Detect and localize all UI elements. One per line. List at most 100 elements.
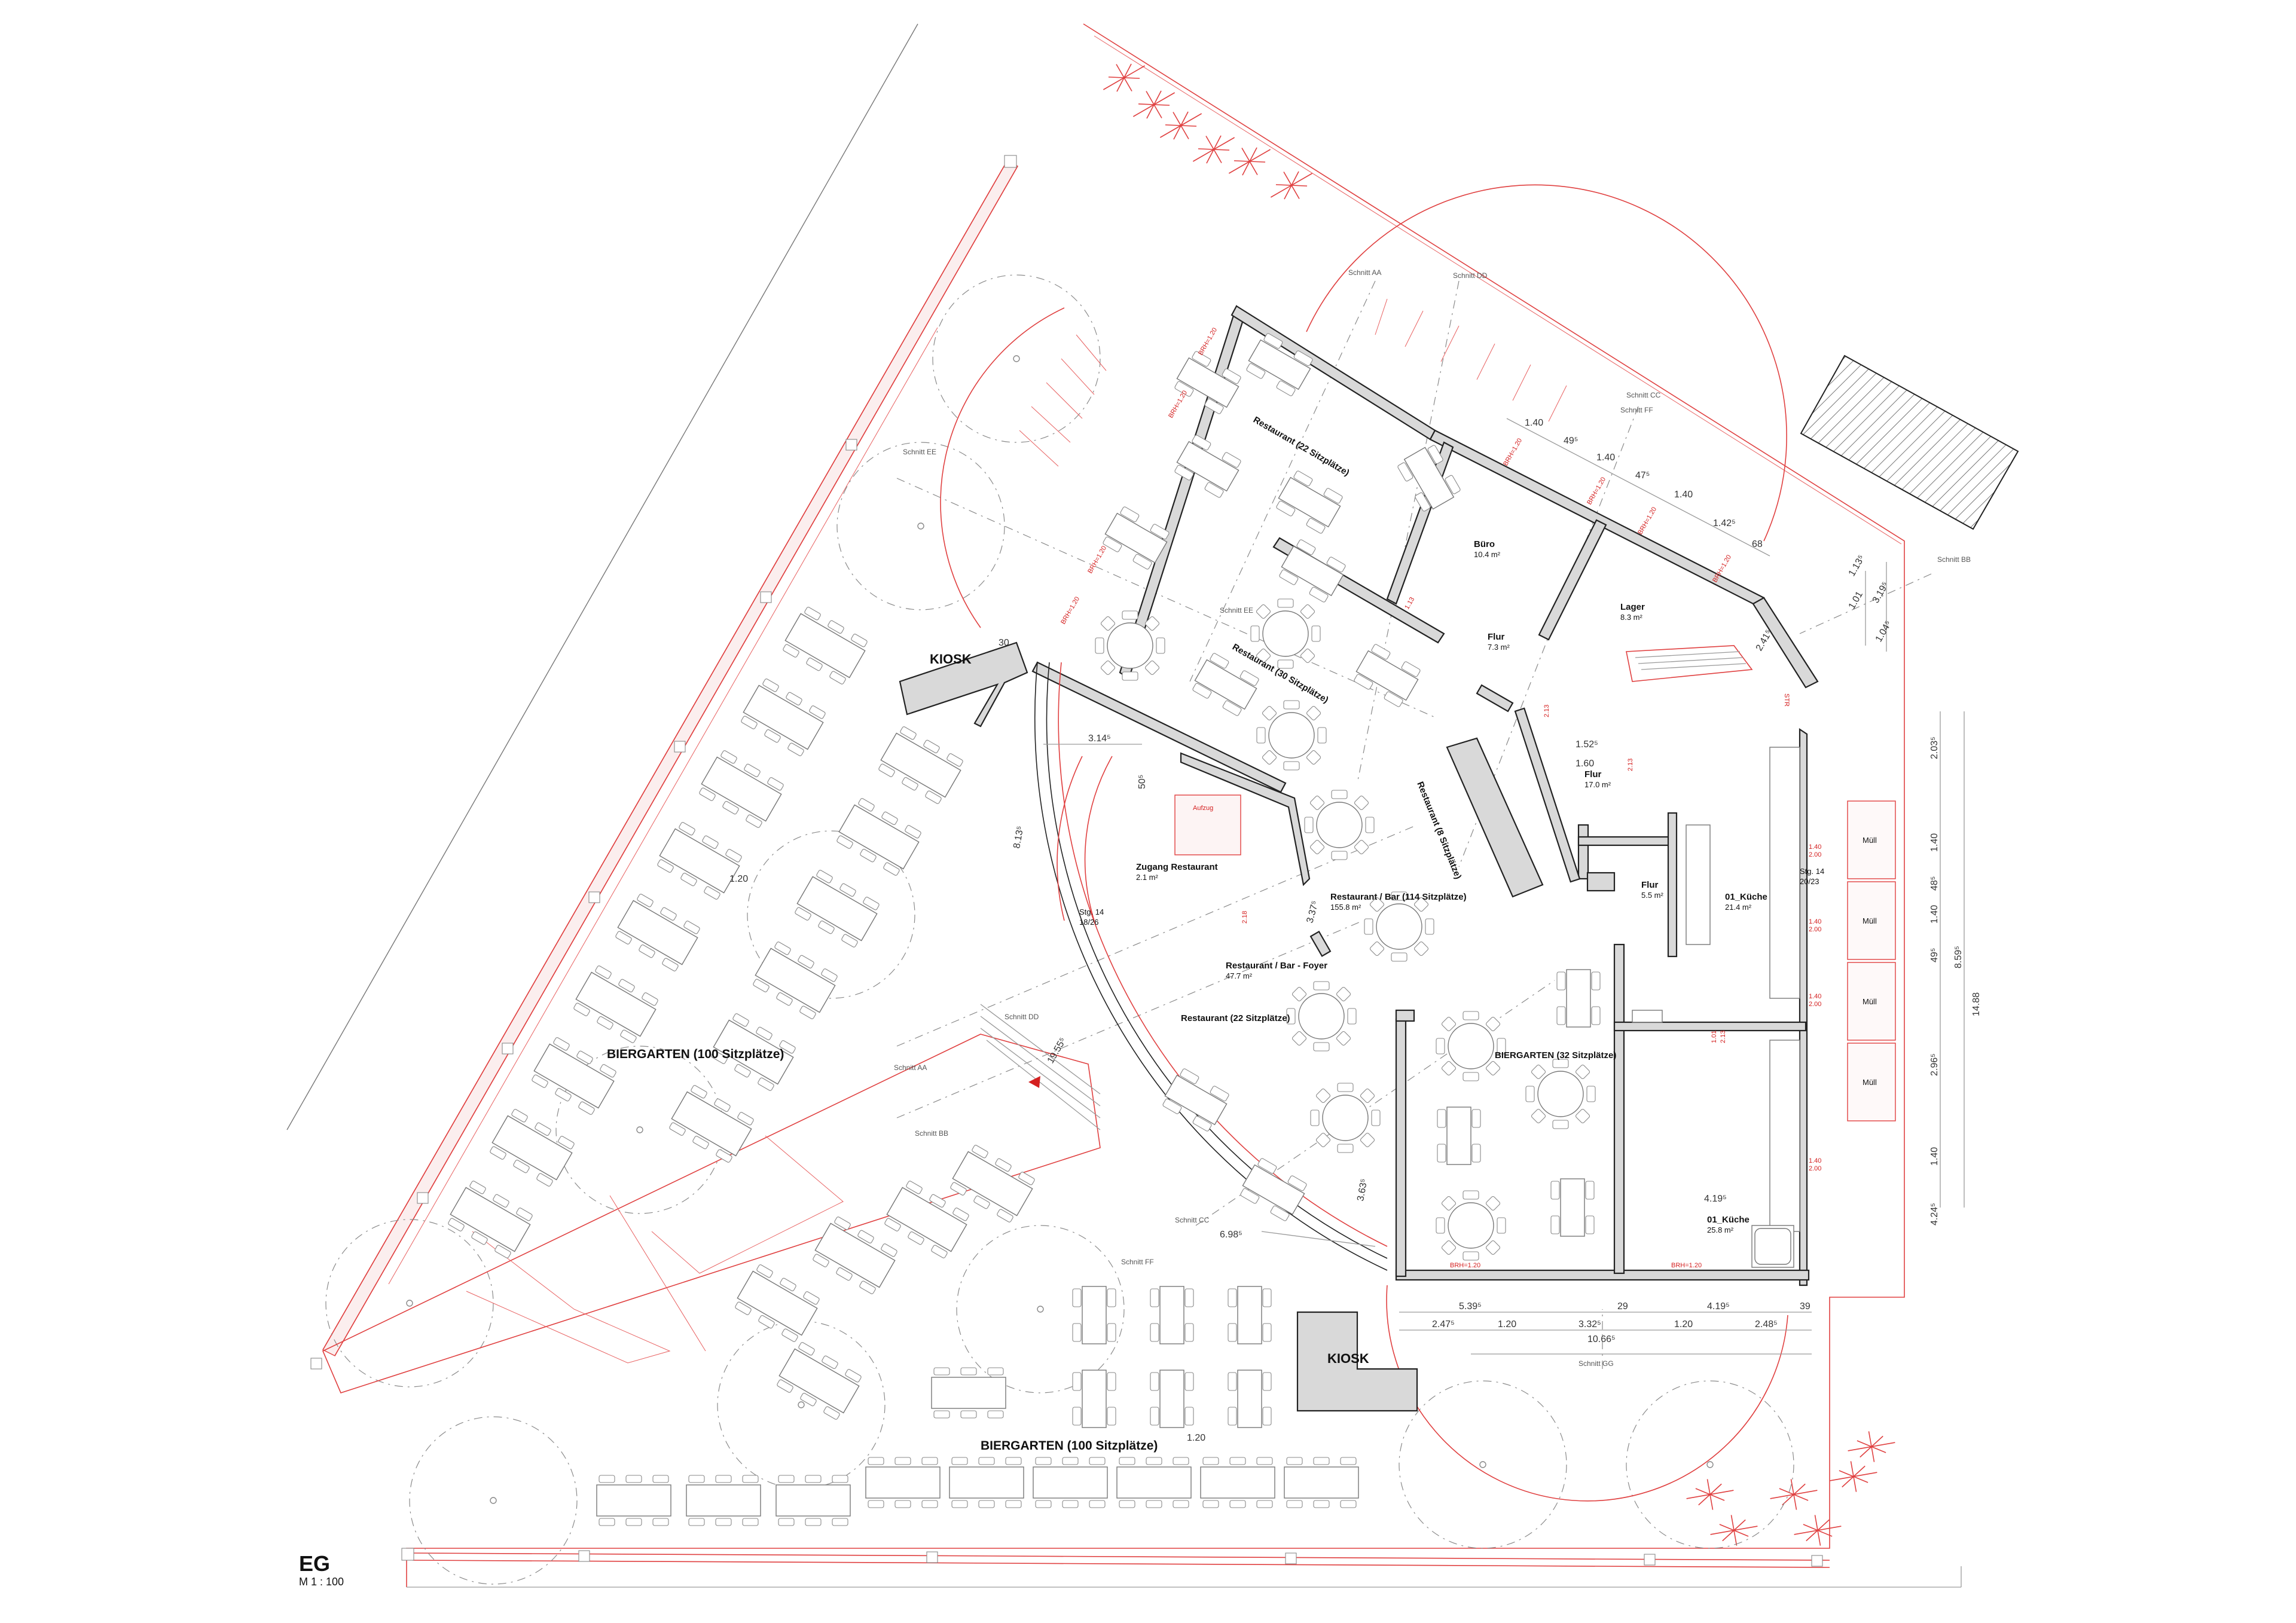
- section-cc-bottom: Schnitt CC: [1175, 1216, 1210, 1224]
- dim-140-c: 1.40: [1674, 490, 1693, 500]
- brh-3: BRH=1.20: [1086, 545, 1108, 574]
- biergarten-left-label: BIERGARTEN (100 Sitzplätze): [607, 1047, 784, 1061]
- site-boundary: [286, 23, 1962, 1588]
- room-buero-area: 10.4 m²: [1474, 550, 1501, 559]
- dim-539: 5.39⁵: [1459, 1301, 1482, 1312]
- brh-10: BRH=1.20: [1671, 1262, 1702, 1269]
- room-biergarten-32: BIERGARTEN (32 Sitzplätze): [1495, 1050, 1616, 1060]
- dim-247: 2.47⁵: [1432, 1319, 1455, 1329]
- room-kueche-1: 01_Küche: [1725, 892, 1767, 902]
- entrance-ramp: [322, 1004, 1101, 1393]
- neighbour-building: [1800, 354, 2019, 530]
- room-flur-1-area: 7.3 m²: [1488, 643, 1510, 652]
- trees: [325, 274, 1794, 1585]
- room-flur-1: Flur: [1488, 632, 1504, 642]
- section-gg-bottom: Schnitt GG: [1578, 1359, 1614, 1368]
- brh-1: BRH=1.20: [1197, 326, 1219, 356]
- section-ff-bottom: Schnitt FF: [1121, 1258, 1154, 1266]
- section-ee-mid: Schnitt EE: [1220, 606, 1253, 615]
- section-ff-top: Schnitt FF: [1620, 406, 1653, 414]
- room-flur-3: Flur: [1641, 880, 1658, 890]
- muell-boxes: [1847, 800, 1896, 1121]
- dim-b120-b: 1.20: [1674, 1319, 1693, 1329]
- room-restaurant-22-top: Restaurant (22 Sitzplätze): [1251, 415, 1351, 478]
- dim-337: 3.37⁵: [1305, 900, 1320, 924]
- brh-4: BRH=1.20: [1060, 595, 1081, 625]
- biergarten-tables-bottom: [596, 1142, 1359, 1526]
- biergarten-bottom-label: BIERGARTEN (100 Sitzplätze): [981, 1439, 1158, 1453]
- kitchen-fittings: [1632, 747, 1800, 1268]
- stair-1-ratio: 18/26: [1079, 918, 1099, 927]
- brh-5: BRH=1.20: [1502, 437, 1523, 467]
- kiosks: [899, 641, 1418, 1412]
- kiosk-1-label: KIOSK: [930, 652, 972, 667]
- door-b: 2.13: [1720, 1031, 1727, 1043]
- dim-140-b: 1.40: [1596, 453, 1615, 463]
- dim-160: 1.60: [1576, 759, 1594, 769]
- plan-title: EG: [299, 1551, 330, 1576]
- stair-1-label: Stg. 14: [1079, 907, 1104, 916]
- win-e: 1.40: [1809, 993, 1821, 1000]
- room-flur-2-area: 17.0 m²: [1584, 780, 1611, 789]
- door-d: 2.13: [1543, 705, 1550, 717]
- dim-50: 50⁵: [1137, 775, 1147, 789]
- section-aa-top: Schnitt AA: [1348, 268, 1381, 277]
- door-e: 2.18: [1241, 911, 1248, 924]
- dim-49: 49⁵: [1564, 436, 1578, 446]
- dimension-lines: [1043, 418, 1965, 1355]
- brh-6: BRH=1.20: [1586, 476, 1607, 506]
- section-aa-mid: Schnitt AA: [894, 1063, 927, 1072]
- dim-241: 2.41⁵: [1754, 628, 1775, 653]
- dim-698: 6.98⁵: [1220, 1230, 1242, 1240]
- room-restaurant-8: Restaurant (8 Sitzplätze): [1415, 780, 1463, 881]
- bottom-fence: [401, 1548, 1830, 1568]
- door-c: 2.13: [1627, 759, 1634, 771]
- dim-419-b: 4.19⁵: [1707, 1301, 1730, 1312]
- room-foyer-area: 47.7 m²: [1226, 971, 1253, 980]
- dim-332: 3.32⁵: [1578, 1319, 1601, 1329]
- dim-296: 2.96⁵: [1929, 1053, 1940, 1076]
- muell-2-label: Müll: [1863, 916, 1877, 925]
- dim-r140-b: 1.40: [1929, 905, 1940, 924]
- dim-142: 1.42⁵: [1713, 518, 1736, 528]
- room-kueche-2: 01_Küche: [1707, 1215, 1750, 1225]
- section-dd-mid: Schnitt DD: [1004, 1013, 1039, 1021]
- dim-39: 39: [1800, 1301, 1810, 1312]
- brh-2: BRH=1.20: [1167, 389, 1189, 419]
- plan-scale: M 1 : 100: [299, 1576, 344, 1588]
- dim-859: 8.59⁵: [1953, 946, 1964, 968]
- room-kueche-1-area: 21.4 m²: [1725, 903, 1752, 912]
- room-flur-2: Flur: [1584, 769, 1601, 780]
- muell-1-label: Müll: [1863, 836, 1877, 845]
- str-label: STR: [1783, 693, 1790, 707]
- dim-29: 29: [1617, 1301, 1628, 1312]
- win-d: 2.00: [1809, 926, 1821, 933]
- dim-30: 30: [999, 638, 1009, 648]
- dim-248: 2.48⁵: [1755, 1319, 1778, 1329]
- section-dd-top: Schnitt DD: [1453, 271, 1488, 280]
- room-zugang: Zugang Restaurant: [1136, 862, 1218, 872]
- win-f: 2.00: [1809, 1001, 1821, 1008]
- stair-2-label: Stg. 14: [1800, 867, 1824, 876]
- room-foyer: Restaurant / Bar - Foyer: [1226, 961, 1327, 971]
- section-cc-top: Schnitt CC: [1626, 391, 1661, 399]
- room-buero: Büro: [1474, 539, 1495, 549]
- plants-top: [1095, 51, 1321, 212]
- section-bb-mid: Schnitt BB: [915, 1129, 948, 1138]
- dim-319: 3.19⁵: [1871, 580, 1891, 605]
- dim-1066: 10.66⁵: [1587, 1334, 1616, 1344]
- dim-203: 2.03⁵: [1929, 736, 1940, 759]
- muell-4-label: Müll: [1863, 1078, 1877, 1087]
- dim-47: 47⁵: [1635, 470, 1650, 481]
- dim-813: 8.13⁵: [1012, 826, 1025, 849]
- brh-7: BRH=1.20: [1636, 506, 1658, 536]
- room-restaurant-22-bottom: Restaurant (22 Sitzplätze): [1181, 1013, 1290, 1023]
- dim-140-a: 1.40: [1525, 418, 1543, 428]
- room-lager-area: 8.3 m²: [1620, 613, 1643, 622]
- room-bar-area: 155.8 m²: [1330, 903, 1361, 912]
- section-bb-right: Schnitt BB: [1937, 555, 1971, 564]
- dim-104: 1.04⁵: [1874, 619, 1894, 644]
- dim-424: 4.24⁵: [1929, 1203, 1940, 1225]
- dim-1955: 19.55⁵: [1046, 1036, 1068, 1065]
